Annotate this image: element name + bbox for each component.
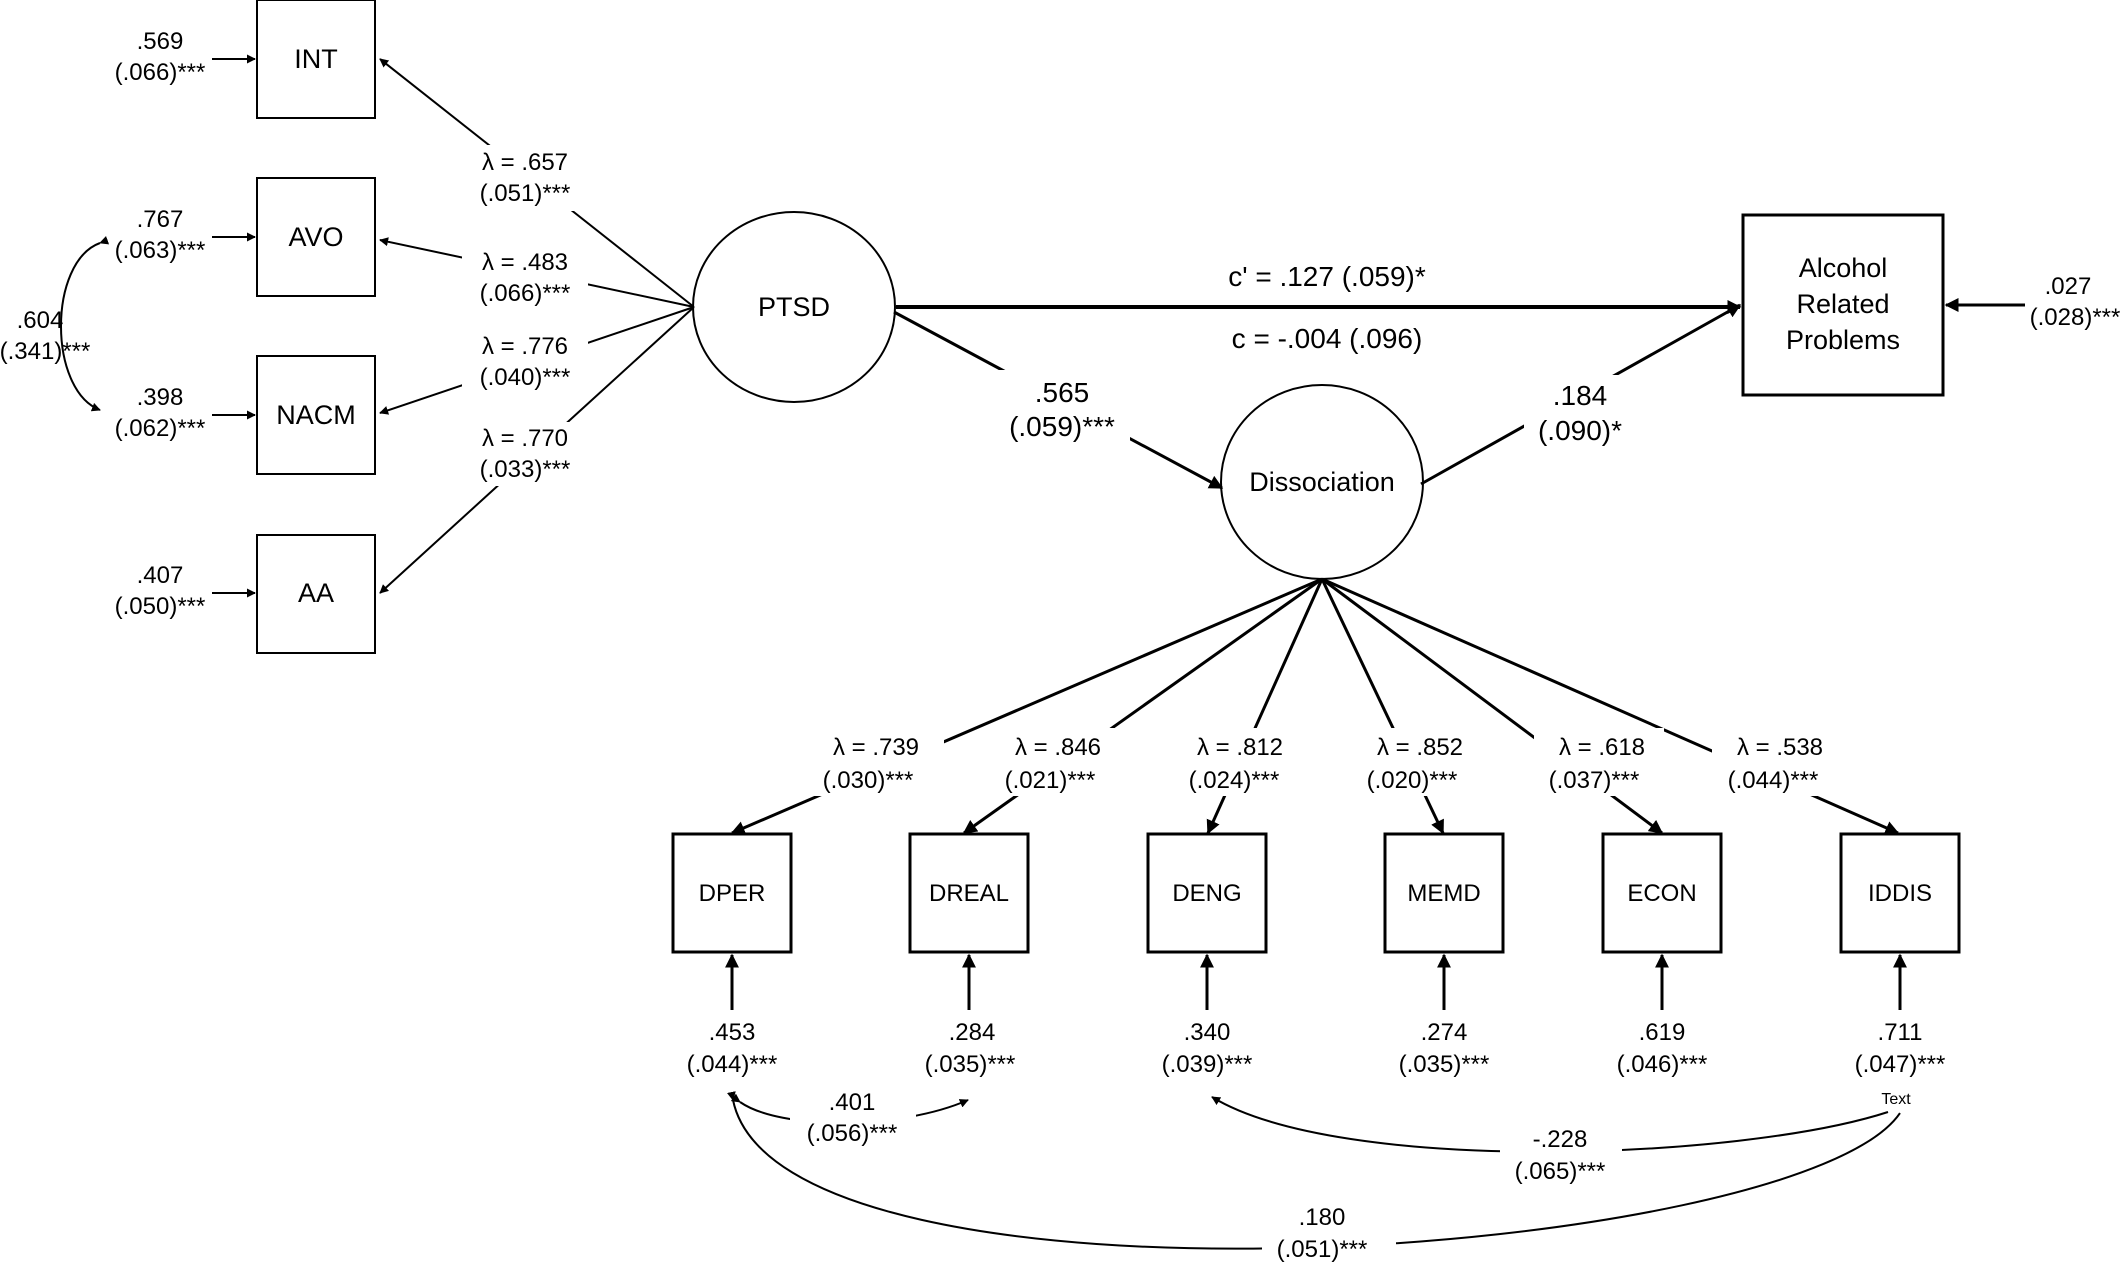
loading-econ-value: λ = .618 <box>1559 734 1645 761</box>
indicator-memd-label: MEMD <box>1407 880 1480 907</box>
loading-dper-value: λ = .739 <box>833 734 919 761</box>
resid-nacm-se: (.062)*** <box>115 415 206 442</box>
resid-iddis-se: (.047)*** <box>1855 1051 1946 1078</box>
loading-dper-se: (.030)*** <box>823 767 914 794</box>
indicator-avo: AVO <box>256 177 376 297</box>
indicator-econ-label: ECON <box>1627 880 1696 907</box>
indicator-iddis: IDDIS <box>1839 832 1961 954</box>
loading-iddis-se: (.044)*** <box>1728 767 1819 794</box>
loading-aa-value: λ = .770 <box>482 425 568 452</box>
path-b-se: (.090)* <box>1538 415 1622 446</box>
indicator-econ: ECON <box>1601 832 1723 954</box>
indicator-aa: AA <box>256 534 376 654</box>
indicator-nacm: NACM <box>256 355 376 475</box>
resid-memd-se: (.035)*** <box>1399 1051 1490 1078</box>
loading-aa-se: (.033)*** <box>480 456 571 483</box>
indicator-iddis-label: IDDIS <box>1868 880 1932 907</box>
outcome-alcohol-related-problems: Alcohol Related Problems <box>1741 213 1945 397</box>
covariance-avo-nacm-se: (.341)*** <box>0 338 90 365</box>
indicator-dper: DPER <box>671 832 793 954</box>
resid-nacm-value: .398 <box>137 384 184 411</box>
loading-dreal-se: (.021)*** <box>1005 767 1096 794</box>
resid-deng-se: (.039)*** <box>1162 1051 1253 1078</box>
covariance-dper-dreal-value: .401 <box>829 1089 876 1116</box>
resid-econ-se: (.046)*** <box>1617 1051 1708 1078</box>
indicator-nacm-label: NACM <box>276 400 356 430</box>
indicator-int-label: INT <box>294 44 338 74</box>
covariance-deng-iddis-value: -.228 <box>1533 1126 1588 1153</box>
indicator-memd: MEMD <box>1383 832 1505 954</box>
loading-deng-value: λ = .812 <box>1197 734 1283 761</box>
outcome-line3: Problems <box>1786 325 1900 355</box>
resid-avo-value: .767 <box>137 206 184 233</box>
resid-int-value: .569 <box>137 28 184 55</box>
loading-int-se: (.051)*** <box>480 180 571 207</box>
resid-memd-value: .274 <box>1421 1019 1468 1046</box>
latent-ptsd: PTSD <box>692 211 896 403</box>
loading-memd-se: (.020)*** <box>1367 767 1458 794</box>
loading-avo-se: (.066)*** <box>480 280 571 307</box>
indicator-deng-label: DENG <box>1172 880 1241 907</box>
covariance-dper-iddis-se: (.051)*** <box>1277 1236 1368 1263</box>
covariance-deng-iddis-se: (.065)*** <box>1515 1158 1606 1185</box>
resid-econ-value: .619 <box>1639 1019 1686 1046</box>
resid-dreal-se: (.035)*** <box>925 1051 1016 1078</box>
resid-dper-value: .453 <box>709 1019 756 1046</box>
covariance-avo-nacm-value: .604 <box>17 307 64 334</box>
path-total-label: c = -.004 (.096) <box>1232 323 1423 354</box>
resid-iddis-value: .711 <box>1878 1019 1923 1046</box>
resid-outcome-se: (.028)*** <box>2030 304 2121 331</box>
path-direct-label: c' = .127 (.059)* <box>1228 261 1426 292</box>
resid-deng-value: .340 <box>1184 1019 1231 1046</box>
resid-dreal-value: .284 <box>949 1019 996 1046</box>
covariance-avo-nacm <box>60 235 110 412</box>
loading-nacm-value: λ = .776 <box>482 333 568 360</box>
loading-int-value: λ = .657 <box>482 149 568 176</box>
latent-dissociation-label: Dissociation <box>1249 467 1395 497</box>
loading-nacm-se: (.040)*** <box>480 364 571 391</box>
resid-aa-value: .407 <box>137 562 184 589</box>
outcome-line2: Related <box>1796 289 1889 319</box>
resid-dper-se: (.044)*** <box>687 1051 778 1078</box>
covariance-dper-dreal-se: (.056)*** <box>807 1120 898 1147</box>
resid-int-se: (.066)*** <box>115 59 206 86</box>
indicator-dper-label: DPER <box>699 880 766 907</box>
resid-outcome-value: .027 <box>2045 273 2092 300</box>
path-a-value: .565 <box>1035 377 1090 408</box>
indicator-deng: DENG <box>1146 832 1268 954</box>
indicator-dreal-label: DREAL <box>929 880 1009 907</box>
resid-aa-se: (.050)*** <box>115 593 206 620</box>
latent-ptsd-label: PTSD <box>758 292 830 322</box>
loading-deng-se: (.024)*** <box>1189 767 1280 794</box>
loading-memd-value: λ = .852 <box>1377 734 1463 761</box>
outcome-line1: Alcohol <box>1799 253 1888 283</box>
indicator-avo-label: AVO <box>288 222 343 252</box>
loading-iddis-value: λ = .538 <box>1737 734 1823 761</box>
indicator-aa-label: AA <box>298 578 334 608</box>
stray-text-label: Text <box>1881 1091 1911 1108</box>
path-a-se: (.059)*** <box>1009 411 1115 442</box>
indicator-int: INT <box>256 0 376 119</box>
indicator-dreal: DREAL <box>908 832 1030 954</box>
latent-dissociation: Dissociation <box>1220 384 1424 580</box>
loading-econ-se: (.037)*** <box>1549 767 1640 794</box>
path-b-value: .184 <box>1553 380 1608 411</box>
resid-avo-se: (.063)*** <box>115 237 206 264</box>
loading-dreal-value: λ = .846 <box>1015 734 1101 761</box>
covariance-dper-iddis-value: .180 <box>1299 1204 1346 1231</box>
loading-avo-value: λ = .483 <box>482 249 568 276</box>
